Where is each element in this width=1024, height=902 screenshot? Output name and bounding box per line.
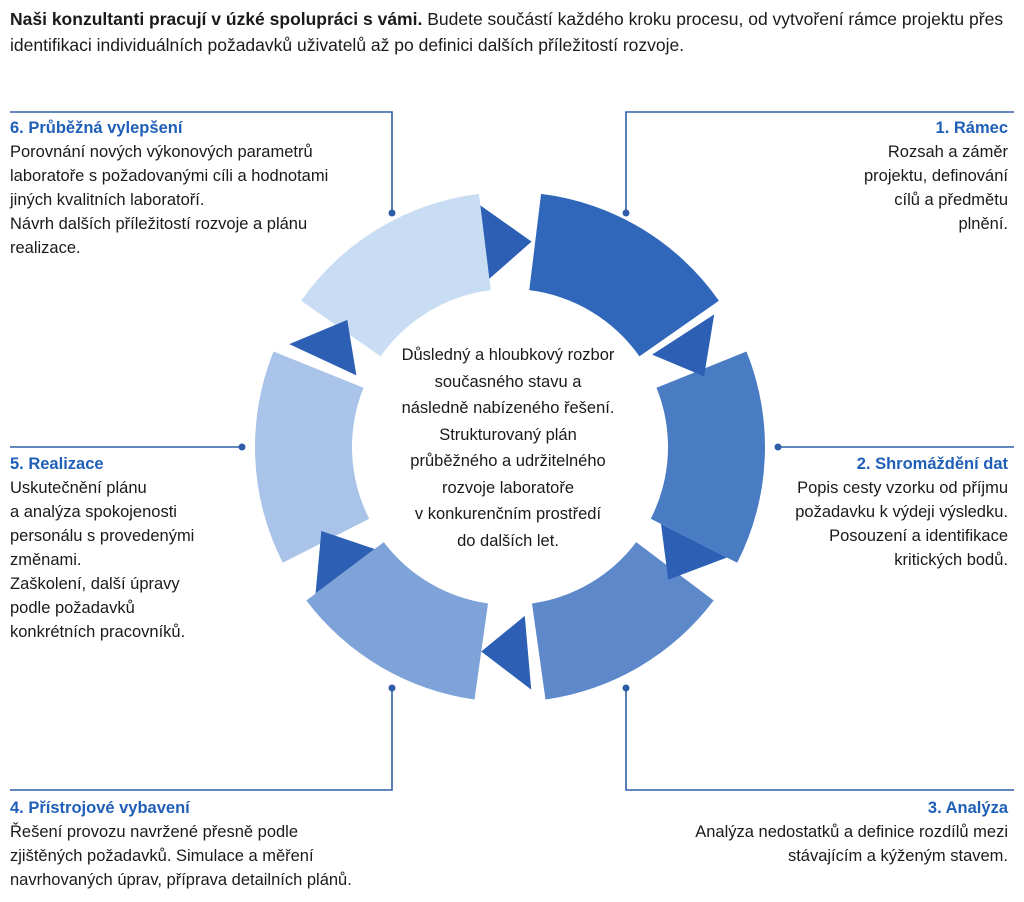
step-2-data-collection: 2. Shromáždění dat Popis cesty vzorku od… xyxy=(678,452,1008,572)
step-6-description: Porovnání nových výkonových parametrů la… xyxy=(10,143,329,257)
connector-dot-step1 xyxy=(622,209,630,217)
cycle-segment-step2 xyxy=(650,351,765,563)
step-3-description: Analýza nedostatků a definice rozdílů me… xyxy=(695,823,1008,865)
cycle-segment-step4 xyxy=(306,542,489,700)
cycle-arrow-1 xyxy=(480,205,532,279)
connector-dot-step3 xyxy=(622,684,630,692)
step-1-title: 1. Rámec xyxy=(935,119,1008,137)
cycle-segment-step5 xyxy=(254,351,370,563)
step-4-description: Řešení provozu navržené přesně podle zji… xyxy=(10,823,352,889)
connector-dot-step4 xyxy=(388,684,396,692)
step-4-title: 4. Přístrojové vybavení xyxy=(10,799,190,817)
cycle-segment-step1 xyxy=(529,193,719,357)
step-6-title: 6. Průběžná vylepšení xyxy=(10,119,183,137)
step-5-implementation: 5. Realizace Uskutečnění plánu a analýza… xyxy=(10,452,260,644)
intro-rest: Budete součástí každého kroku procesu, o… xyxy=(10,9,1004,55)
step-5-title: 5. Realizace xyxy=(10,455,104,473)
connector-step1 xyxy=(625,111,1014,213)
step-3-title: 3. Analýza xyxy=(927,799,1008,817)
step-1-description: Rozsah a záměr projektu, definování cílů… xyxy=(863,143,1008,233)
cycle-arrow-2 xyxy=(652,314,715,377)
connector-dot-step6 xyxy=(388,209,396,217)
cycle-arrow-6 xyxy=(289,319,357,376)
step-2-description: Popis cesty vzorku od příjmu požadavku k… xyxy=(795,479,1008,569)
connector-dot-step2 xyxy=(774,443,782,451)
step-5-description: Uskutečnění plánu a analýza spokojenosti… xyxy=(10,479,195,641)
cycle-arrow-3 xyxy=(661,523,727,580)
cycle-segment-step3 xyxy=(531,542,714,700)
connector-lines xyxy=(10,111,1014,791)
step-3-analysis: 3. Analýza Analýza nedostatků a definice… xyxy=(608,796,1008,868)
step-1-framework: 1. Rámec Rozsah a záměr projektu, defino… xyxy=(708,116,1008,236)
step-6-continuous-improvement: 6. Průběžná vylepšení Porovnání nových v… xyxy=(10,116,390,260)
step-2-title: 2. Shromáždění dat xyxy=(856,455,1008,473)
cycle-arrow-4 xyxy=(481,615,532,690)
connector-step6 xyxy=(10,111,393,213)
intro-bold: Naši konzultanti pracují v úzké spoluprá… xyxy=(10,9,423,29)
connector-step4 xyxy=(10,688,393,791)
cycle-segment-step6 xyxy=(301,193,491,357)
step-4-equipment: 4. Přístrojové vybavení Řešení provozu n… xyxy=(10,796,430,892)
connector-dot-step5 xyxy=(238,443,246,451)
intro-paragraph: Naši konzultanti pracují v úzké spoluprá… xyxy=(10,6,1014,58)
connector-step3 xyxy=(625,688,1014,791)
cycle-arrow-5 xyxy=(315,530,375,594)
cycle-center-text: Důsledný a hloubkový rozbor současného s… xyxy=(401,346,615,550)
